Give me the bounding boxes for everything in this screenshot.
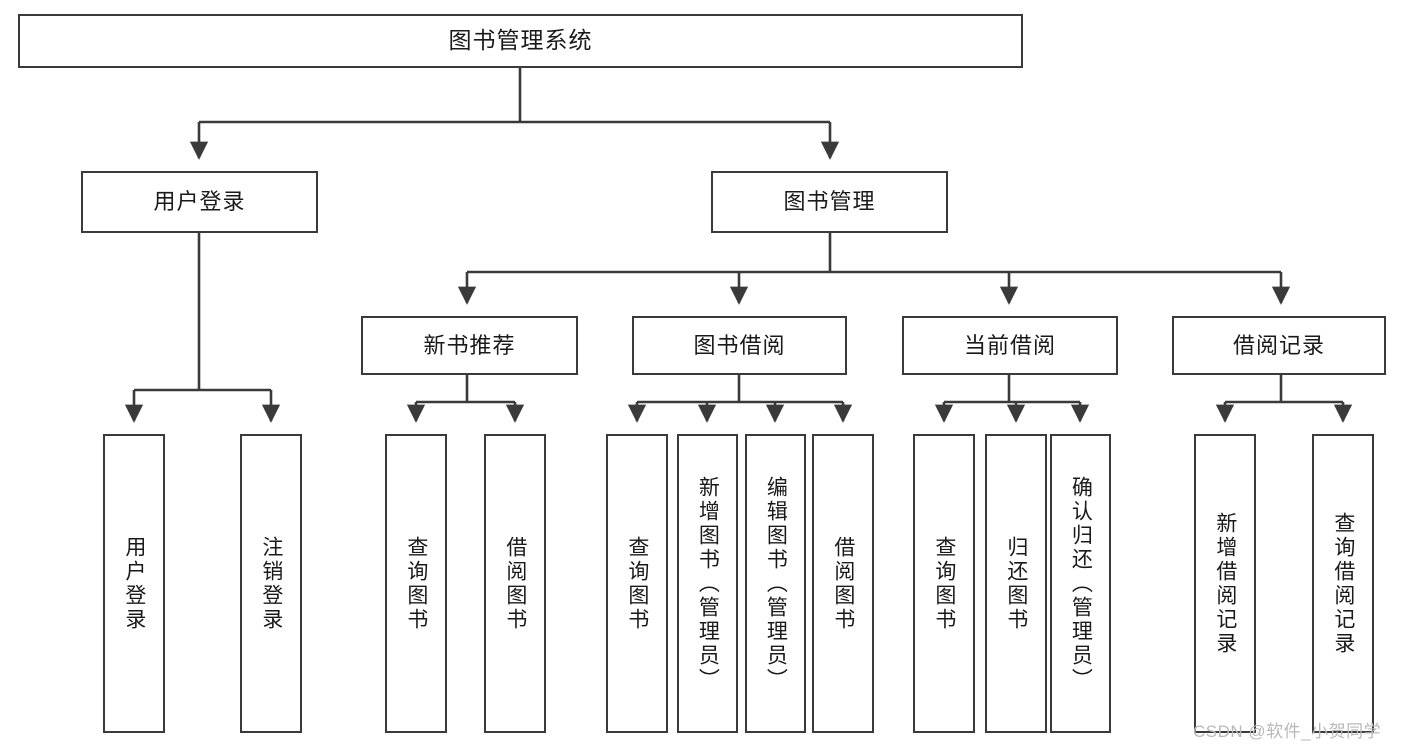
node-leaf-add-book-label: 新增图书（管理员）	[696, 475, 720, 692]
node-root-label: 图书管理系统	[448, 27, 593, 54]
node-user-login-label: 用户登录	[153, 189, 246, 215]
node-leaf-add-record[interactable]: 新增借阅记录	[1194, 434, 1256, 733]
node-leaf-confirm-return[interactable]: 确认归还（管理员）	[1050, 434, 1111, 733]
node-leaf-query-book-rec[interactable]: 查询图书	[385, 434, 447, 733]
node-leaf-query-book-borrow[interactable]: 查询图书	[606, 434, 668, 733]
node-leaf-borrow-book-label: 借阅图书	[831, 535, 855, 632]
node-current-borrow-label: 当前借阅	[963, 332, 1056, 358]
node-new-book-rec-label: 新书推荐	[423, 332, 516, 358]
node-leaf-borrow-book[interactable]: 借阅图书	[812, 434, 874, 733]
node-leaf-add-record-label: 新增借阅记录	[1213, 511, 1237, 656]
node-leaf-edit-book-label: 编辑图书（管理员）	[764, 475, 788, 692]
node-leaf-query-book-current[interactable]: 查询图书	[913, 434, 975, 733]
node-new-book-rec[interactable]: 新书推荐	[361, 316, 578, 375]
node-leaf-borrow-book-rec-label: 借阅图书	[503, 535, 527, 632]
node-leaf-edit-book[interactable]: 编辑图书（管理员）	[745, 434, 806, 733]
node-leaf-query-book-current-label: 查询图书	[932, 535, 956, 632]
node-leaf-return-book-label: 归还图书	[1004, 535, 1028, 632]
node-current-borrow[interactable]: 当前借阅	[902, 316, 1118, 375]
node-leaf-return-book[interactable]: 归还图书	[985, 434, 1047, 733]
node-borrow-record[interactable]: 借阅记录	[1172, 316, 1386, 375]
node-leaf-logout[interactable]: 注销登录	[240, 434, 302, 733]
node-book-manage[interactable]: 图书管理	[711, 171, 948, 233]
node-leaf-query-book-rec-label: 查询图书	[404, 535, 428, 632]
node-book-borrow[interactable]: 图书借阅	[632, 316, 847, 375]
node-leaf-user-login[interactable]: 用户登录	[103, 434, 165, 733]
node-user-login[interactable]: 用户登录	[81, 171, 318, 233]
node-leaf-query-record-label: 查询借阅记录	[1331, 511, 1355, 656]
node-leaf-user-login-label: 用户登录	[122, 535, 146, 632]
node-root[interactable]: 图书管理系统	[18, 14, 1023, 68]
node-leaf-query-book-borrow-label: 查询图书	[625, 535, 649, 632]
node-borrow-record-label: 借阅记录	[1232, 332, 1325, 358]
node-leaf-borrow-book-rec[interactable]: 借阅图书	[484, 434, 546, 733]
node-leaf-add-book[interactable]: 新增图书（管理员）	[677, 434, 738, 733]
node-book-manage-label: 图书管理	[783, 189, 876, 215]
node-book-borrow-label: 图书借阅	[693, 332, 786, 358]
csdn-watermark: CSDN @软件_小贺同学	[1193, 722, 1382, 741]
node-leaf-confirm-return-label: 确认归还（管理员）	[1069, 475, 1093, 692]
node-leaf-query-record[interactable]: 查询借阅记录	[1312, 434, 1374, 733]
node-leaf-logout-label: 注销登录	[259, 535, 283, 632]
